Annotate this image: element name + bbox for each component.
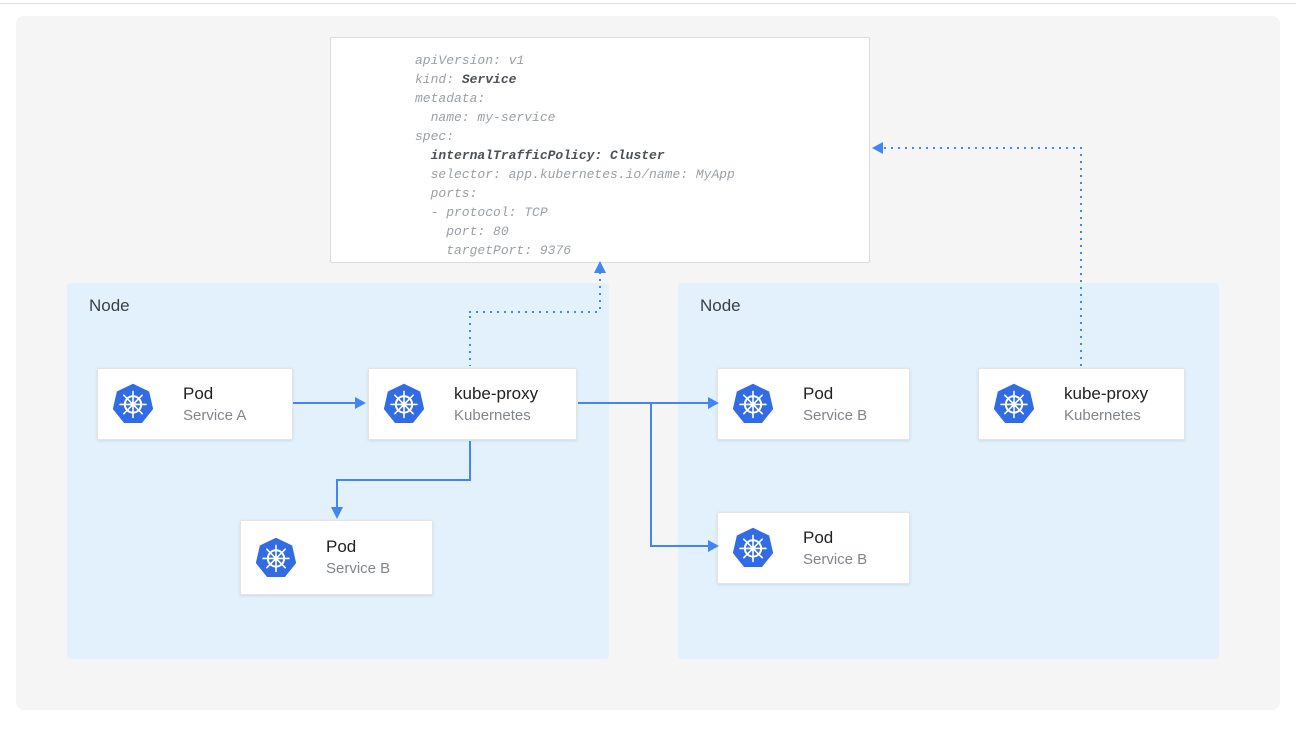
arrow-branch-vertical xyxy=(650,402,652,547)
yaml-line: kind: Service xyxy=(415,72,517,87)
yaml-line: - protocol: TCP xyxy=(415,205,548,220)
pod-card-service-b-right-top: Pod Service B xyxy=(717,368,910,440)
top-divider xyxy=(0,3,1296,4)
dotted-line-to-yaml-horizontal xyxy=(469,311,601,313)
card-title: kube-proxy xyxy=(454,383,539,403)
arrowhead-dotted-to-yaml-right xyxy=(872,142,883,154)
arrow-line-pod-a-to-kube-proxy xyxy=(293,402,356,404)
card-title: Pod xyxy=(326,537,357,556)
service-yaml-code: apiVersion: v1 kind: Service metadata: n… xyxy=(331,38,869,260)
dotted-line-to-yaml-vertical xyxy=(599,272,601,313)
arrowhead-to-pod-b-left xyxy=(331,507,343,519)
kube-proxy-card-left: kube-proxy Kubernetes xyxy=(368,368,577,440)
node-left-label: Node xyxy=(89,296,130,315)
card-title: kube-proxy xyxy=(1064,383,1149,403)
yaml-line: apiVersion: v1 xyxy=(415,53,525,68)
yaml-line: internalTrafficPolicy: Cluster xyxy=(430,148,665,163)
arrow-line-kube-proxy-down xyxy=(469,441,471,481)
card-subtitle: Kubernetes xyxy=(1064,406,1141,424)
card-subtitle: Service B xyxy=(803,406,868,424)
card-subtitle: Service B xyxy=(803,550,868,568)
yaml-line: port: 80 xyxy=(415,224,509,239)
card-title: Pod xyxy=(803,527,834,547)
yaml-line: spec: xyxy=(415,129,455,144)
kubernetes-icon xyxy=(992,382,1036,426)
arrow-line-kube-proxy-to-pod-b-top xyxy=(578,402,709,404)
pod-card-service-b-left: Pod Service B xyxy=(240,520,433,595)
dotted-line-yaml-to-kube-proxy-right-horizontal xyxy=(884,147,1082,149)
yaml-line: selector: app.kubernetes.io/name: MyApp xyxy=(415,167,735,182)
card-title: Pod xyxy=(803,383,834,403)
node-left: Node Pod Service A xyxy=(67,283,609,659)
kubernetes-icon xyxy=(731,526,775,570)
pod-card-service-a: Pod Service A xyxy=(97,368,293,440)
pod-card-service-b-right-bottom: Pod Service B xyxy=(717,512,910,584)
node-right: Node Pod Service B xyxy=(678,283,1219,659)
card-subtitle: Kubernetes xyxy=(454,406,531,424)
kubernetes-icon xyxy=(111,382,155,426)
kubernetes-icon xyxy=(382,382,426,426)
dotted-line-kube-proxy-up xyxy=(469,316,471,366)
kubernetes-icon xyxy=(254,536,298,580)
card-subtitle: Service A xyxy=(183,406,247,424)
arrowhead-dotted-to-yaml xyxy=(594,261,606,273)
card-title: Pod xyxy=(183,383,214,403)
yaml-line: metadata: xyxy=(415,91,486,106)
dotted-line-yaml-to-kube-proxy-right-vertical xyxy=(1080,147,1082,367)
kube-proxy-card-right: kube-proxy Kubernetes xyxy=(978,368,1185,440)
yaml-line: targetPort: 9376 xyxy=(415,243,572,258)
arrowhead-kube-proxy-to-pod-b-bottom xyxy=(708,540,719,552)
service-yaml-card: apiVersion: v1 kind: Service metadata: n… xyxy=(330,37,870,263)
arrowhead-kube-proxy-to-pod-b-top xyxy=(708,397,719,409)
yaml-line: ports: xyxy=(415,186,478,201)
arrowhead-pod-a-to-kube-proxy xyxy=(355,397,366,409)
node-right-label: Node xyxy=(700,296,741,315)
arrow-line-kube-proxy-left xyxy=(336,479,471,481)
kubernetes-icon xyxy=(731,382,775,426)
arrow-line-to-pod-b-left xyxy=(336,479,338,508)
arrow-line-kube-proxy-to-pod-b-bottom xyxy=(650,545,709,547)
card-subtitle: Service B xyxy=(326,560,391,577)
yaml-line: name: my-service xyxy=(415,110,556,125)
